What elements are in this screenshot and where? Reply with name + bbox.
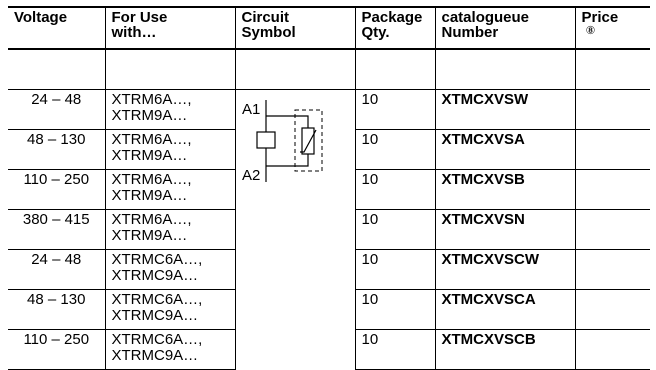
price-cell bbox=[574, 249, 650, 290]
package-qty-cell: 10 bbox=[354, 169, 436, 210]
catalog-number-cell: XTMCXVSW bbox=[434, 89, 576, 130]
catalog-number-cell: XTMCXVSB bbox=[434, 169, 576, 210]
voltage-cell: 110 – 250 bbox=[8, 329, 106, 370]
header-voltage: Voltage bbox=[14, 9, 68, 26]
voltage-cell: 48 – 130 bbox=[8, 289, 106, 330]
for-use-with-cell: XTRM6A…,XTRM9A… bbox=[104, 209, 236, 250]
catalog-number-cell: XTMCXVSA bbox=[434, 129, 576, 170]
for-use-with-cell: XTRMC6A…,XTRMC9A… bbox=[104, 329, 236, 370]
package-qty-cell: 10 bbox=[354, 329, 436, 370]
package-qty-cell: 10 bbox=[354, 209, 436, 250]
price-cell bbox=[574, 329, 650, 370]
package-qty-cell: 10 bbox=[354, 289, 436, 330]
price-cell bbox=[574, 129, 650, 170]
price-footnote-marker: ⑧ bbox=[585, 25, 596, 37]
for-use-with-cell: XTRM6A…,XTRM9A… bbox=[104, 129, 236, 170]
catalog-number-cell: XTMCXVSCA bbox=[434, 289, 576, 330]
voltage-cell: 110 – 250 bbox=[8, 169, 106, 210]
terminal-a2-label: A2 bbox=[242, 167, 260, 184]
voltage-cell: 48 – 130 bbox=[8, 129, 106, 170]
voltage-cell: 24 – 48 bbox=[8, 89, 106, 130]
price-cell bbox=[574, 89, 650, 130]
package-qty-cell: 10 bbox=[354, 89, 436, 130]
price-cell bbox=[574, 169, 650, 210]
catalog-number-cell: XTMCXVSCW bbox=[434, 249, 576, 290]
header-gap bbox=[8, 48, 650, 90]
voltage-cell: 24 – 48 bbox=[8, 249, 106, 290]
for-use-with-cell: XTRMC6A…,XTRMC9A… bbox=[104, 249, 236, 290]
for-use-with-cell: XTRMC6A…,XTRMC9A… bbox=[104, 289, 236, 330]
table-row: 48 – 130 XTRM6A…,XTRM9A… 10 XTMCXVSA bbox=[8, 129, 650, 170]
terminal-a1-label: A1 bbox=[242, 101, 260, 118]
price-cell bbox=[574, 209, 650, 250]
table-row: 24 – 48 XTRMC6A…,XTRMC9A… 10 XTMCXVSCW bbox=[8, 249, 650, 290]
package-qty-cell: 10 bbox=[354, 249, 436, 290]
price-cell bbox=[574, 289, 650, 330]
for-use-with-cell: XTRM6A…,XTRM9A… bbox=[104, 169, 236, 210]
voltage-cell: 380 – 415 bbox=[8, 209, 106, 250]
header-rule bbox=[8, 6, 650, 8]
catalog-number-cell: XTMCXVSCB bbox=[434, 329, 576, 370]
for-use-with-cell: XTRM6A…,XTRM9A… bbox=[104, 89, 236, 130]
package-qty-cell: 10 bbox=[354, 129, 436, 170]
table-row: 48 – 130 XTRMC6A…,XTRMC9A… 10 XTMCXVSCA bbox=[8, 289, 650, 330]
table-row: 380 – 415 XTRM6A…,XTRM9A… 10 XTMCXVSN bbox=[8, 209, 650, 250]
catalog-number-cell: XTMCXVSN bbox=[434, 209, 576, 250]
